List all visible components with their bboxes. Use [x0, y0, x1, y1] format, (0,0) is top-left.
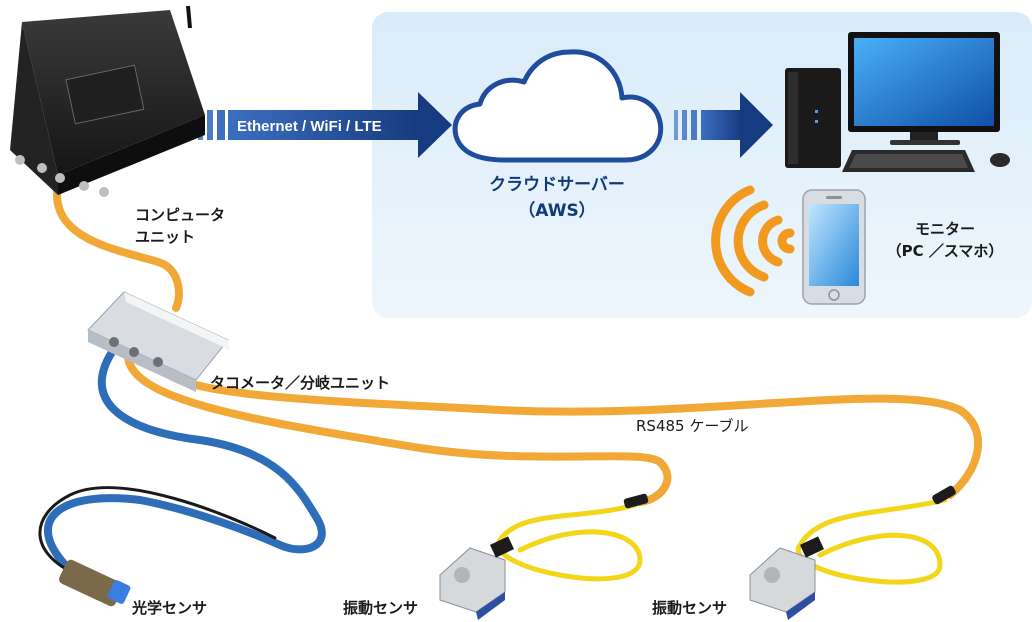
cloud-label-line1: クラウドサーバー [489, 175, 625, 195]
wifi-icon [711, 185, 795, 297]
rs485-cable-1 [124, 351, 672, 506]
cloud-label-line2: （AWS） [518, 201, 596, 221]
rs485-cable-2 [156, 361, 982, 499]
network-arrow-label: Ethernet / WiFi / LTE [237, 118, 382, 135]
rs485-cable-label: RS485 ケーブル [636, 417, 749, 435]
branch-unit-label: タコメータ／分岐ユニット [210, 374, 391, 392]
server-arrow [674, 92, 773, 158]
cloud-label: クラウドサーバー （AWS） [462, 172, 652, 224]
computer-unit-label-line2: ユニット [135, 228, 196, 246]
monitor-label: モニター （PC ／スマホ） [870, 218, 1020, 262]
optical-sensor-label: 光学センサ [132, 599, 208, 617]
computer-unit-label-line1: コンピュータ [135, 206, 226, 224]
branch-unit-device [87, 291, 230, 392]
desktop-pc-icon [785, 32, 1010, 172]
cloud-icon [452, 49, 664, 163]
monitor-label-line1: モニター [914, 220, 975, 238]
computer-unit-label: コンピュータ ユニット [135, 204, 225, 248]
network-arrow: Ethernet / WiFi / LTE [190, 92, 452, 158]
smartphone-icon [802, 189, 866, 305]
vibration-sensor-1-device [439, 536, 515, 620]
optical-sensor-device [59, 559, 131, 607]
monitor-label-line2: （PC ／スマホ） [886, 242, 1004, 260]
rs485-cable-main [53, 181, 183, 312]
cable-connectors [623, 485, 956, 509]
optical-sensor-cable [44, 348, 326, 574]
cables [38, 181, 982, 585]
vibration-sensor-2-label: 振動センサ [652, 599, 728, 617]
vibration-sensor-2-device [749, 536, 825, 620]
vibration-sensor-1-label: 振動センサ [343, 599, 419, 617]
computer-unit-device [10, 5, 205, 197]
